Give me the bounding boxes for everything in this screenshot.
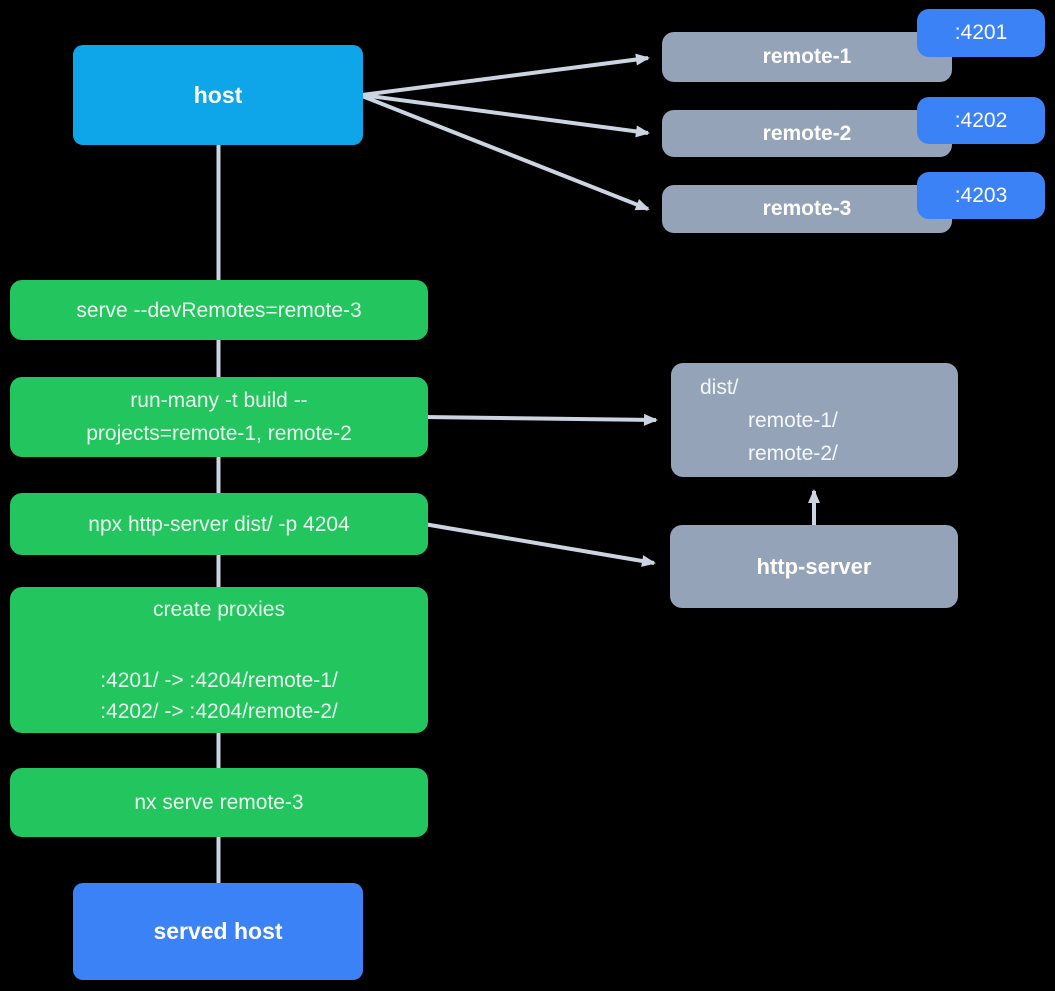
- port-badge-4201: :4201: [917, 9, 1045, 57]
- command-serve-dev-remotes-text: serve --devRemotes=remote-3: [76, 298, 362, 322]
- create-proxies-title: create proxies: [153, 597, 285, 621]
- edge-httpcmd-httpserver: [423, 522, 656, 567]
- dist-root-label: dist/: [700, 376, 739, 399]
- port-badge-4203: :4203: [917, 172, 1045, 219]
- served-host-label: served host: [153, 918, 283, 944]
- dist-folder-node: dist/ remote-1/ remote-2/: [671, 363, 958, 477]
- command-run-many-build-line1: run-many -t build --: [130, 389, 308, 412]
- host-label: host: [193, 81, 243, 108]
- command-run-many-build: run-many -t build -- projects=remote-1, …: [10, 377, 428, 457]
- http-server-node: http-server: [670, 525, 958, 608]
- remote-3-label: remote-3: [762, 197, 852, 220]
- remote-1-label: remote-1: [762, 45, 852, 68]
- dist-child-remote-2: remote-2/: [748, 442, 838, 465]
- http-server-label: http-server: [756, 553, 872, 579]
- port-badge-4202: :4202: [917, 97, 1045, 144]
- command-nx-serve-remote-3: nx serve remote-3: [10, 768, 428, 837]
- command-nx-serve-remote-3-text: nx serve remote-3: [134, 791, 304, 814]
- command-run-many-build-line2: projects=remote-1, remote-2: [86, 422, 352, 445]
- command-serve-dev-remotes: serve --devRemotes=remote-3: [10, 280, 428, 340]
- command-npx-http-server-text: npx http-server dist/ -p 4204: [88, 512, 350, 536]
- edge-build-dist: [423, 413, 658, 426]
- dist-child-remote-1: remote-1/: [748, 409, 838, 432]
- edge-host-remote-1: [361, 53, 650, 97]
- remote-1-node: remote-1: [662, 32, 952, 82]
- host-node: host: [73, 45, 363, 145]
- remote-3-node: remote-3: [662, 185, 952, 233]
- port-4203-label: :4203: [954, 183, 1008, 207]
- command-create-proxies: create proxies :4201/ -> :4204/remote-1/…: [10, 587, 428, 733]
- remote-2-label: remote-2: [762, 121, 852, 145]
- proxy-rule-1: :4201/ -> :4204/remote-1/: [100, 668, 338, 692]
- remote-2-node: remote-2: [662, 110, 952, 157]
- edge-build-host-remote-3: [361, 94, 650, 211]
- edge-host-remote-2: [361, 93, 650, 138]
- served-host-node: served host: [73, 883, 363, 980]
- port-4201-label: :4201: [954, 21, 1008, 44]
- port-4202-label: :4202: [954, 108, 1008, 132]
- proxy-rule-2: :4202/ -> :4204/remote-2/: [100, 699, 338, 723]
- command-npx-http-server: npx http-server dist/ -p 4204: [10, 493, 428, 555]
